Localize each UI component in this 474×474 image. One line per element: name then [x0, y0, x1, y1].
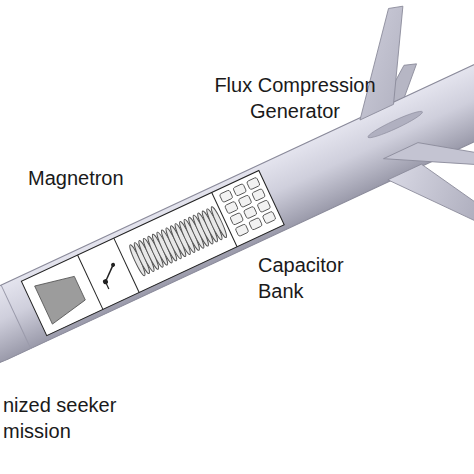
- magnetron-symbol: [97, 262, 123, 290]
- part-label: Magnetron: [28, 165, 158, 191]
- part-label: Capacitor Bank: [258, 252, 368, 304]
- missile-body: [0, 53, 474, 381]
- capacitor-symbol: [219, 177, 276, 236]
- part-label: Flux Compression Generator: [200, 72, 390, 124]
- part-label: nized seeker mission: [3, 392, 133, 444]
- cutaway: [21, 170, 284, 335]
- seeker-antenna: [35, 269, 89, 324]
- fin: [384, 116, 474, 202]
- coil-symbol: [128, 206, 229, 277]
